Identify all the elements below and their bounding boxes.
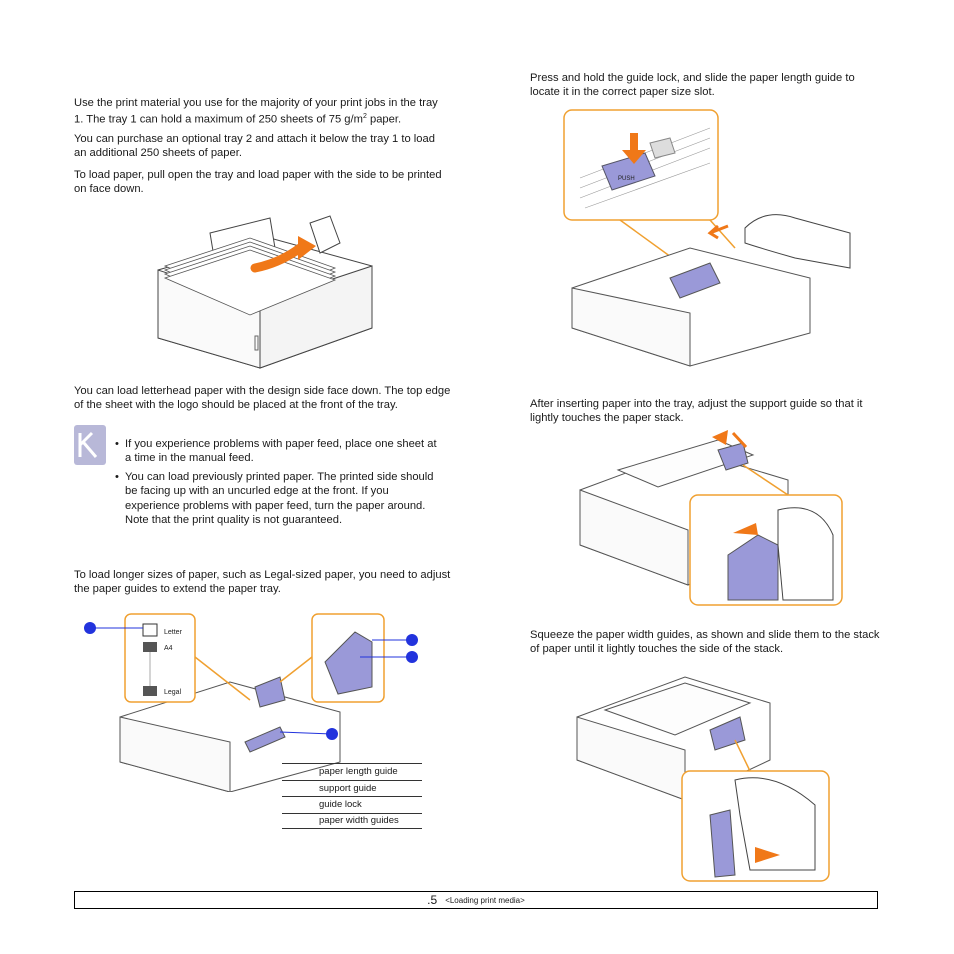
a4-slot-label: A4 xyxy=(164,645,173,652)
intro-text-b: paper. xyxy=(366,114,402,127)
intro-paragraph: Use the print material you use for the m… xyxy=(74,96,449,128)
callout-dot-paper-width-guides xyxy=(326,728,338,740)
load-paper-illustration xyxy=(157,215,373,369)
push-label: PUSH xyxy=(618,176,635,182)
guides-legend-table: paper length guide support guide guide l… xyxy=(282,763,422,829)
legend-row: paper length guide xyxy=(282,763,422,780)
legend-row: paper width guides xyxy=(282,812,422,829)
legal-slot-label: Legal xyxy=(164,689,182,696)
guide-lock-illustration: PUSH xyxy=(563,109,851,367)
callout-dot-paper-length-guide xyxy=(84,622,96,634)
callout-dot-guide-lock xyxy=(406,651,418,663)
support-guide-paragraph: After inserting paper into the tray, adj… xyxy=(530,398,863,425)
optional-tray-paragraph: You can purchase an optional tray 2 and … xyxy=(74,133,435,160)
note-list: If you experience problems with paper fe… xyxy=(115,437,445,531)
support-guide-illustration xyxy=(579,430,843,606)
letter-slot-label: Letter xyxy=(164,629,183,636)
paper-guides-diagram: Letter A4 Legal xyxy=(84,613,418,792)
longer-paper-paragraph: To load longer sizes of paper, such as L… xyxy=(74,569,451,596)
load-paper-paragraph: To load paper, pull open the tray and lo… xyxy=(74,169,442,196)
note-item: You can load previously printed paper. T… xyxy=(115,470,445,528)
width-guides-paragraph: Squeeze the paper width guides, as shown… xyxy=(530,629,880,656)
letterhead-paragraph: You can load letterhead paper with the d… xyxy=(74,385,451,412)
page-footer: .5 <Loading print media> xyxy=(74,891,878,909)
guide-lock-paragraph: Press and hold the guide lock, and slide… xyxy=(530,72,855,99)
legend-row: guide lock xyxy=(282,796,422,813)
page-number: .5 xyxy=(427,893,438,907)
section-title: <Loading print media> xyxy=(445,895,525,905)
intro-superscript: 2 xyxy=(362,113,367,121)
note-item: If you experience problems with paper fe… xyxy=(115,437,445,466)
note-icon xyxy=(74,425,106,465)
legend-row: support guide xyxy=(282,779,422,797)
callout-dot-support-guide xyxy=(406,634,418,646)
intro-text-a: Use the print material you use for the m… xyxy=(74,97,438,127)
width-guides-illustration xyxy=(576,676,830,882)
